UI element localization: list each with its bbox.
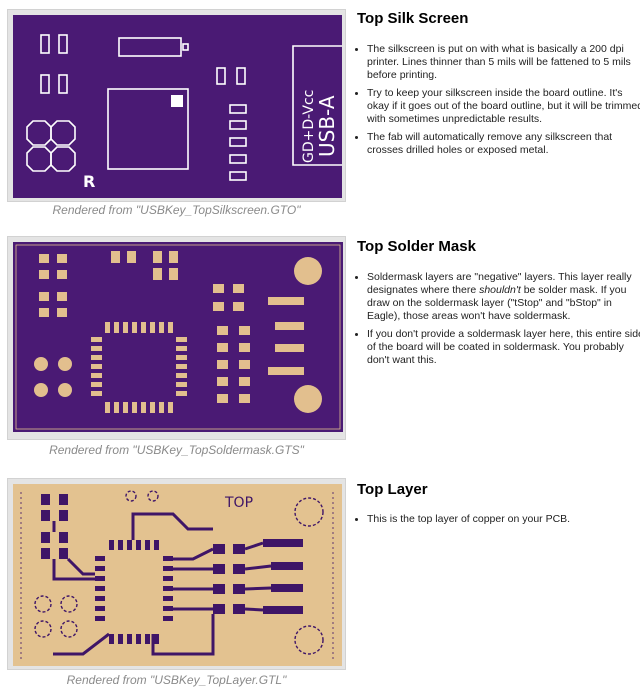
toplayer-board-image: TOP [13,484,342,666]
silkscreen-bullet: The silkscreen is put on with what is ba… [367,43,640,82]
soldermask-board-frame [7,236,346,440]
silkscreen-bullet: Try to keep your silkscreen inside the b… [367,87,640,126]
soldermask-bullet: Soldermask layers are "negative" layers.… [367,271,640,323]
toplayer-bullet: This is the top layer of copper on your … [367,513,640,526]
soldermask-title: Top Solder Mask [357,238,476,255]
soldermask-bullet: If you don't provide a soldermask layer … [367,328,640,367]
silkscreen-board-frame: GD+D-Vcc USB-A R [7,9,346,202]
silkscreen-board-image: GD+D-Vcc USB-A R [13,15,342,198]
toplayer-board-frame: TOP [7,478,346,670]
silk-corner-mark: R [83,172,95,191]
soldermask-caption: Rendered from "USBKey_TopSoldermask.GTS" [49,443,304,457]
toplayer-caption: Rendered from "USBKey_TopLayer.GTL" [66,673,287,687]
soldermask-bullet-list: Soldermask layers are "negative" layers.… [357,271,640,372]
silkscreen-title: Top Silk Screen [357,10,469,27]
silkscreen-bullet-list: The silkscreen is put on with what is ba… [357,43,640,162]
soldermask-board-image [13,242,343,432]
silkscreen-bullet: The fab will automatically remove any si… [367,131,640,157]
silk-usb-pins-label: GD+D-Vcc [301,90,317,163]
toplayer-top-label: TOP [224,495,253,511]
silk-usb-a-label: USB-A [315,95,339,157]
silkscreen-caption: Rendered from "USBKey_TopSilkscreen.GTO" [52,203,301,217]
toplayer-bullet-list: This is the top layer of copper on your … [357,513,640,531]
toplayer-title: Top Layer [357,481,428,498]
